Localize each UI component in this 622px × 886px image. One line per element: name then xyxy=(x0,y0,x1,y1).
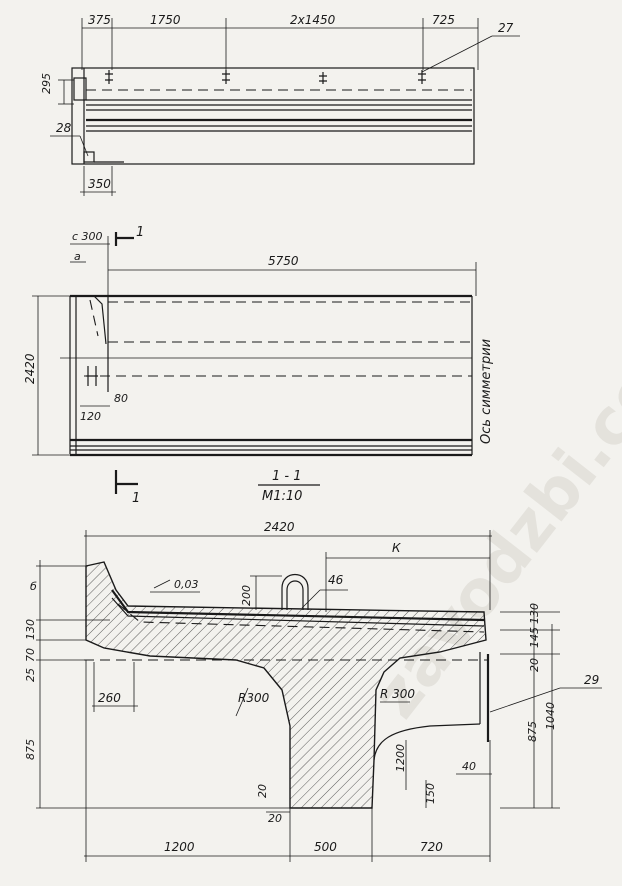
dim-5750: 5750 xyxy=(268,254,299,268)
callout-46: 46 xyxy=(328,573,344,587)
dim-720: 720 xyxy=(420,840,443,854)
dim-2420-width: 2420 xyxy=(264,520,295,534)
dim-145: 145 xyxy=(528,627,541,648)
dim-500: 500 xyxy=(314,840,337,854)
dim-25: 25 xyxy=(24,668,37,682)
dim-20-upper: 20 xyxy=(256,784,269,798)
section-mark-top: 1 xyxy=(136,225,144,240)
section-scale: М1:10 xyxy=(262,489,302,504)
section-title: 1 - 1 xyxy=(272,469,302,484)
dim-130-right: 130 xyxy=(528,603,541,624)
lifting-loop-markers xyxy=(105,70,426,84)
radius-right: R 300 xyxy=(380,687,415,701)
dim-1200: 1200 xyxy=(164,840,195,854)
dim-20-right: 20 xyxy=(528,658,541,672)
dim-875-right: 875 xyxy=(526,721,539,742)
dim-1200-vertical: 1200 xyxy=(394,744,407,772)
callout-27: 27 xyxy=(498,21,514,35)
callout-29: 29 xyxy=(584,673,599,687)
dim-260: 260 xyxy=(98,691,121,705)
radius-left: R300 xyxy=(238,691,270,705)
section-mark-bottom: 1 xyxy=(132,491,140,506)
cross-section: 2420 К 200 46 0,03 б 130 70 25 xyxy=(24,520,602,862)
dim-725: 725 xyxy=(432,13,455,27)
dim-150: 150 xyxy=(424,783,437,804)
dim-120: 120 xyxy=(80,410,101,423)
axis-of-symmetry-label: Ось симметрии xyxy=(479,339,494,444)
longitudinal-view: с 300 а 5750 1 2420 80 xyxy=(23,225,494,506)
callout-28: 28 xyxy=(56,121,72,135)
dim-200: 200 xyxy=(240,585,253,606)
dim-a: а xyxy=(74,250,81,263)
dim-70: 70 xyxy=(24,648,37,662)
dim-375: 375 xyxy=(88,13,111,27)
dim-875-left: 875 xyxy=(24,739,37,760)
dim-350: 350 xyxy=(88,177,111,191)
dim-2x1450: 2x1450 xyxy=(290,13,336,27)
dim-2420-height: 2420 xyxy=(23,353,37,384)
dim-40: 40 xyxy=(462,760,476,773)
dim-0-03: 0,03 xyxy=(174,578,199,591)
top-view: 375 1750 2x1450 725 295 xyxy=(40,13,520,196)
dim-b: б xyxy=(30,580,37,593)
dim-1750: 1750 xyxy=(150,13,181,27)
dim-1040: 1040 xyxy=(544,702,557,730)
dim-130-left: 130 xyxy=(24,619,37,640)
dim-k: К xyxy=(392,541,401,555)
dim-295: 295 xyxy=(40,73,53,94)
dim-20-lower: 20 xyxy=(268,812,282,825)
dim-c300: с 300 xyxy=(72,230,103,243)
dim-80: 80 xyxy=(114,392,128,405)
